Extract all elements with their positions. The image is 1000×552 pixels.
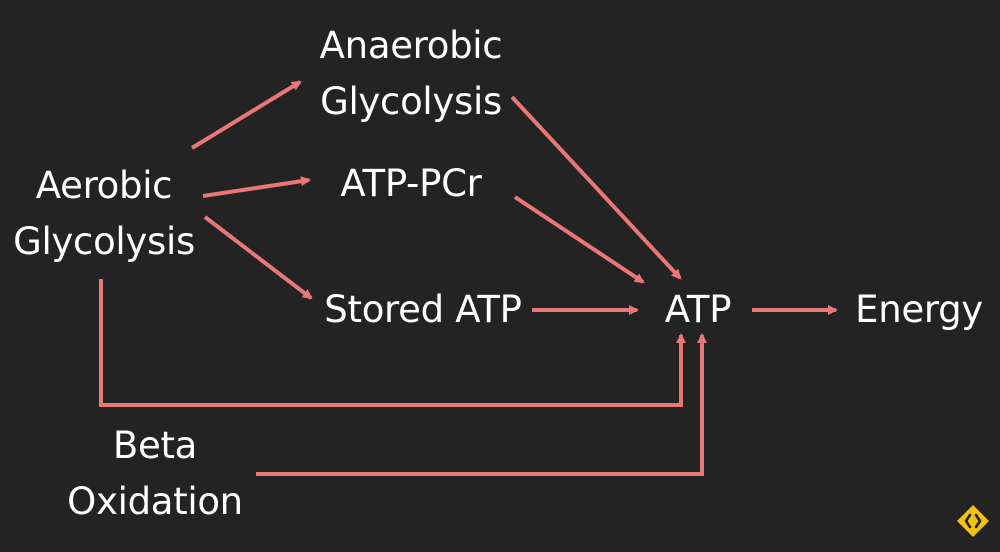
edge-aerobic-to-atp-pcr bbox=[202, 176, 311, 198]
edge-aerobic-to-stored-atp bbox=[203, 215, 313, 300]
edge-aerobic-to-anaerobic bbox=[190, 80, 302, 150]
diamond-logo-icon bbox=[957, 505, 989, 537]
node-atp-pcr: ATP-PCr bbox=[318, 156, 504, 212]
node-anaerobic-glycolysis: Anaerobic Glycolysis bbox=[306, 18, 516, 130]
node-beta-oxidation-line-1: Beta bbox=[112, 424, 198, 467]
node-stored-atp: Stored ATP bbox=[312, 282, 534, 338]
node-anaerobic-glycolysis-line-2: Glycolysis bbox=[320, 80, 502, 123]
node-beta-oxidation-line-2: Oxidation bbox=[67, 480, 243, 523]
edge-aerobic-to-atp bbox=[99, 279, 686, 407]
edge-anaerobic-to-atp bbox=[510, 95, 682, 280]
node-atp-pcr-label: ATP-PCr bbox=[340, 162, 482, 205]
node-beta-oxidation: Beta Oxidation bbox=[56, 418, 254, 530]
edge-beta-oxidation-to-atp bbox=[256, 333, 707, 476]
node-stored-atp-label: Stored ATP bbox=[324, 288, 522, 331]
node-aerobic-glycolysis-line-1: Aerobic bbox=[35, 164, 173, 207]
node-energy-label: Energy bbox=[855, 288, 983, 331]
node-aerobic-glycolysis-line-2: Glycolysis bbox=[13, 220, 195, 263]
node-anaerobic-glycolysis-line-1: Anaerobic bbox=[319, 24, 503, 67]
node-atp-label: ATP bbox=[664, 288, 732, 331]
node-energy: Energy bbox=[848, 282, 990, 338]
edge-atp-pcr-to-atp bbox=[513, 195, 645, 284]
node-aerobic-glycolysis: Aerobic Glycolysis bbox=[6, 158, 202, 270]
node-atp: ATP bbox=[650, 282, 746, 338]
